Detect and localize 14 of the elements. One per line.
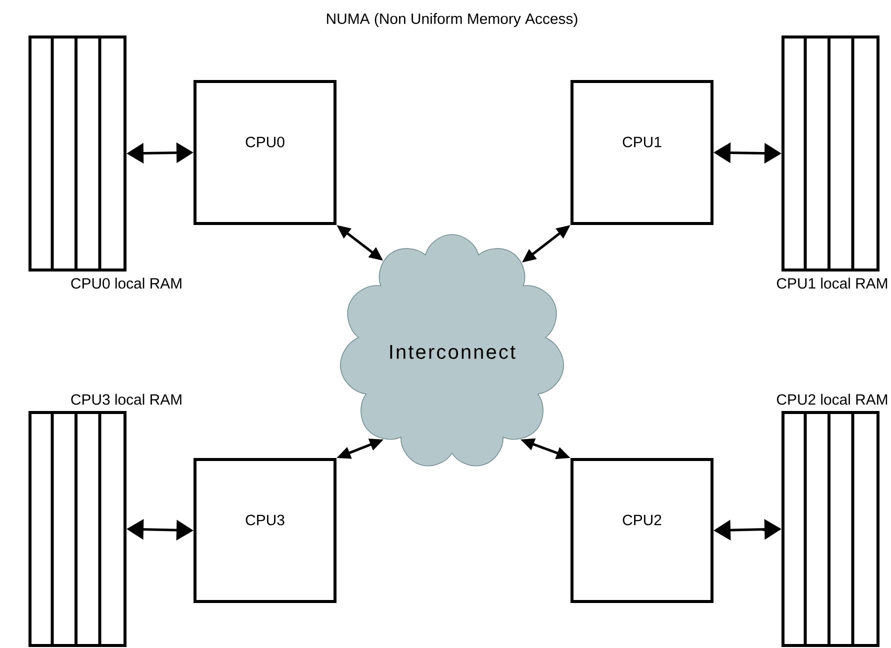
cpu-box: CPU2 <box>570 458 714 603</box>
cpu-box: CPU3 <box>194 458 336 603</box>
node-label: CPU0 local RAM <box>71 278 182 289</box>
ram-module: CPU1 local RAM <box>776 36 888 289</box>
title: NUMA (Non Uniform Memory Access) <box>327 13 578 27</box>
cpu-box: CPU0 <box>194 80 336 225</box>
node-label: CPU2 local RAM <box>776 394 888 405</box>
node-label: CPU3 local RAM <box>71 394 182 405</box>
ram-module: CPU2 local RAM <box>776 394 888 647</box>
cloud: Interconnect <box>340 234 564 466</box>
ram-module: CPU0 local RAM <box>28 36 182 289</box>
node-label: CPU1 local RAM <box>776 278 888 289</box>
cpu-box: CPU1 <box>570 80 714 225</box>
ram-module: CPU3 local RAM <box>28 394 182 647</box>
